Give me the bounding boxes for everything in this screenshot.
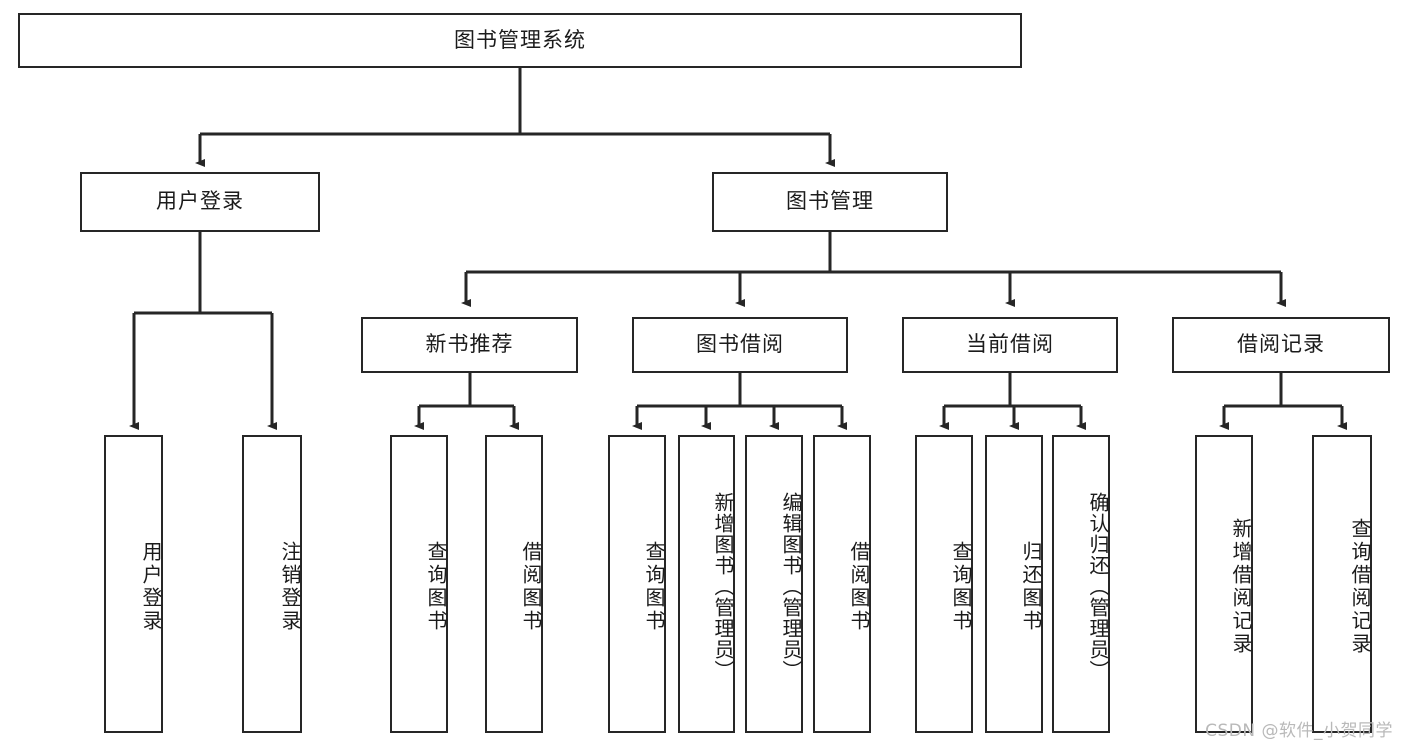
leaf-add-borrow-record[interactable]: 新增借阅记录 <box>1195 435 1253 733</box>
node-label: 查询图书 <box>424 541 448 633</box>
node-book-management[interactable]: 图书管理 <box>712 172 948 232</box>
node-label: 查询图书 <box>642 541 666 633</box>
leaf-borrow-book[interactable]: 借阅图书 <box>813 435 871 733</box>
leaf-query-book-recommend[interactable]: 查询图书 <box>390 435 448 733</box>
watermark: CSDN @软件_小贺同学 <box>1205 721 1393 741</box>
node-label: 查询图书 <box>949 541 973 633</box>
leaf-query-book-current[interactable]: 查询图书 <box>915 435 973 733</box>
node-label: 当前借阅 <box>966 332 1054 357</box>
node-label: 编辑图书（管理员） <box>779 491 803 681</box>
node-label: 用户登录 <box>156 189 244 214</box>
node-label: 图书管理 <box>786 189 874 214</box>
node-label: 借阅记录 <box>1237 332 1325 357</box>
node-user-login[interactable]: 用户登录 <box>80 172 320 232</box>
node-new-book-recommend[interactable]: 新书推荐 <box>361 317 578 373</box>
node-label: 查询借阅记录 <box>1348 518 1372 656</box>
leaf-confirm-return-admin[interactable]: 确认归还（管理员） <box>1052 435 1110 733</box>
leaf-query-book-borrow[interactable]: 查询图书 <box>608 435 666 733</box>
node-label: 用户登录 <box>139 541 163 633</box>
node-label: 注销登录 <box>278 541 302 633</box>
node-root[interactable]: 图书管理系统 <box>18 13 1022 68</box>
leaf-user-login[interactable]: 用户登录 <box>104 435 163 733</box>
node-book-borrow[interactable]: 图书借阅 <box>632 317 848 373</box>
node-borrow-records[interactable]: 借阅记录 <box>1172 317 1390 373</box>
leaf-add-book-admin[interactable]: 新增图书（管理员） <box>678 435 735 733</box>
node-label: 新增图书（管理员） <box>711 491 735 681</box>
node-label: 图书借阅 <box>696 332 784 357</box>
node-label: 新书推荐 <box>425 332 514 357</box>
leaf-logout[interactable]: 注销登录 <box>242 435 302 733</box>
node-label: 图书管理系统 <box>454 27 586 52</box>
leaf-return-book[interactable]: 归还图书 <box>985 435 1043 733</box>
leaf-edit-book-admin[interactable]: 编辑图书（管理员） <box>745 435 803 733</box>
leaf-borrow-book-recommend[interactable]: 借阅图书 <box>485 435 543 733</box>
node-label: 借阅图书 <box>519 541 543 633</box>
node-current-borrow[interactable]: 当前借阅 <box>902 317 1118 373</box>
node-label: 新增借阅记录 <box>1229 518 1253 656</box>
node-label: 借阅图书 <box>847 541 871 633</box>
node-label: 确认归还（管理员） <box>1086 491 1110 681</box>
leaf-query-borrow-record[interactable]: 查询借阅记录 <box>1312 435 1372 733</box>
node-label: 归还图书 <box>1019 541 1043 633</box>
